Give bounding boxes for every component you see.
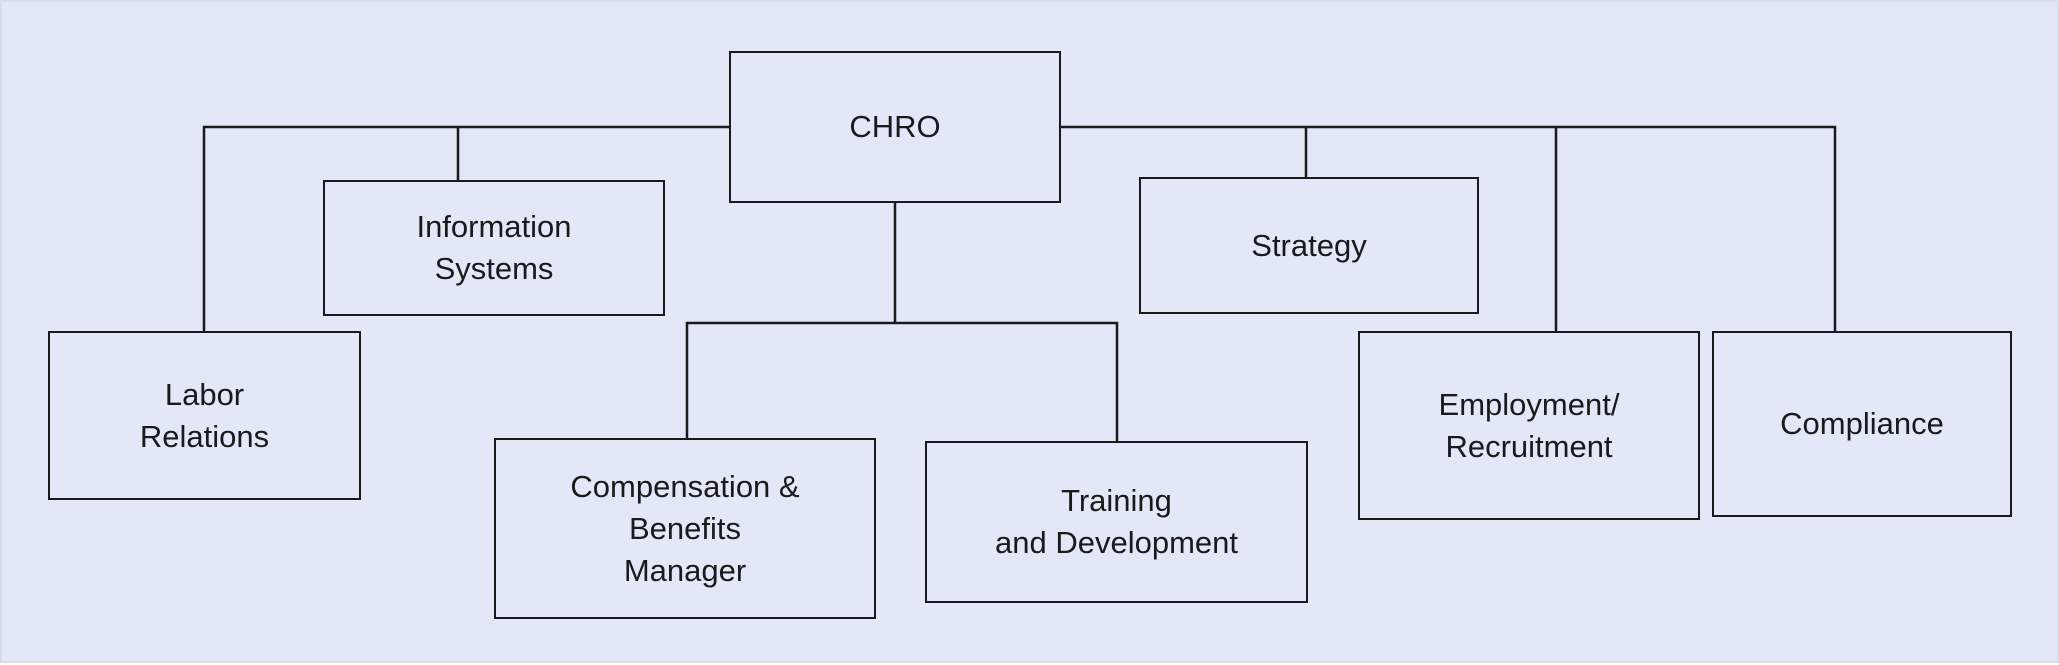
information-systems-label: Information Systems (416, 209, 572, 286)
connector-chro-right (1061, 125, 1837, 331)
strategy-box: Strategy (1139, 177, 1479, 314)
chro-label: CHRO (849, 109, 941, 144)
connector-lower-branch (685, 321, 1119, 441)
connector-chro-left (202, 125, 729, 331)
employment-recruitment-label: Employment/ Recruitment (1438, 386, 1620, 464)
information-systems-box: Information Systems (323, 180, 665, 316)
training-development-box: Training and Development (925, 441, 1308, 603)
strategy-label: Strategy (1251, 227, 1367, 263)
compliance-label: Compliance (1780, 406, 1944, 441)
employment-recruitment-box: Employment/ Recruitment (1358, 331, 1700, 520)
chro-box: CHRO (729, 51, 1061, 203)
compensation-benefits-label: Compensation & Benefits Manager (570, 468, 800, 588)
labor-relations-label: Labor Relations (139, 376, 270, 454)
training-development-label: Training and Development (995, 483, 1238, 560)
compliance-box: Compliance (1712, 331, 2012, 517)
compensation-benefits-box: Compensation & Benefits Manager (494, 438, 876, 619)
labor-relations-box: Labor Relations (48, 331, 361, 500)
